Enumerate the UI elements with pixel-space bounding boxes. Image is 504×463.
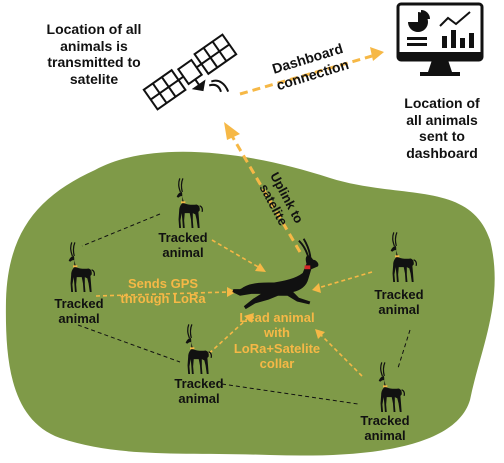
tracked-animal-right-label: Tracked animal bbox=[364, 287, 434, 318]
link-top-left bbox=[81, 213, 161, 247]
bar-icon bbox=[442, 36, 447, 48]
lora-arrowheads bbox=[227, 263, 325, 339]
label-line: animal bbox=[58, 311, 100, 327]
tracked-animal-top-label: Tracked animal bbox=[148, 230, 218, 261]
label-line: Lead animal bbox=[239, 310, 315, 325]
satellite-icon bbox=[142, 33, 238, 111]
tracked-animal-left-icon bbox=[68, 241, 95, 293]
pie-slice-icon bbox=[421, 10, 430, 19]
label-line: through LoRa bbox=[120, 291, 206, 307]
arrow-bottomleft-to-lead bbox=[203, 317, 249, 359]
label-line: animal bbox=[364, 428, 406, 444]
tracked-animal-bottom-left-icon bbox=[185, 323, 212, 375]
bar-icon bbox=[451, 30, 456, 48]
caption-line: satelite bbox=[69, 70, 119, 87]
monitor-bezel bbox=[398, 52, 482, 60]
arrowhead-bottomleft bbox=[244, 313, 254, 323]
caption-line: all animals bbox=[406, 111, 478, 128]
text-line-icon bbox=[407, 37, 427, 40]
caption-line: dashboard bbox=[406, 144, 478, 161]
bar-icon bbox=[469, 33, 474, 48]
arrowhead-right bbox=[312, 283, 321, 293]
arrow-top-to-lead bbox=[211, 239, 261, 269]
sends-gps-label: Sends GPS through LoRa bbox=[108, 276, 218, 307]
lead-collar bbox=[304, 265, 311, 270]
dashboard-connection-arrow bbox=[239, 54, 373, 96]
label-line: Sends GPS bbox=[127, 276, 199, 291]
caption-line: Location of bbox=[404, 95, 480, 111]
label-line: animal bbox=[378, 302, 420, 318]
dashboard-monitor-icon bbox=[396, 2, 484, 76]
tracked-animal-top-icon bbox=[176, 177, 203, 229]
tracked-animal-left-label: Tracked animal bbox=[44, 296, 114, 327]
tracked-animal-bottom-left-label: Tracked animal bbox=[164, 376, 234, 407]
label-line: Tracked bbox=[374, 287, 424, 302]
label-line: LoRa+Satelite bbox=[233, 340, 321, 356]
caption-line: transmitted to bbox=[47, 54, 141, 71]
lora-arrows bbox=[95, 239, 373, 377]
uplink-arrow bbox=[230, 135, 302, 253]
satellite-caption: Location of all animals is transmitted t… bbox=[30, 21, 158, 87]
line-chart-icon bbox=[439, 11, 471, 27]
tracked-animal-bottom-right-label: Tracked animal bbox=[350, 413, 420, 444]
uplink-arrowhead bbox=[224, 122, 240, 140]
lead-animal-label: Lead animal with LoRa+Satelite collar bbox=[222, 310, 332, 371]
arrowhead-bottomright bbox=[315, 329, 325, 339]
label-line: animal bbox=[162, 245, 204, 261]
animal-network-links bbox=[77, 213, 411, 405]
arrow-right-to-lead bbox=[317, 271, 373, 289]
dashboard-connection-arrowhead bbox=[370, 47, 384, 61]
monitor-stand bbox=[428, 60, 452, 72]
label-line: Tracked bbox=[54, 296, 104, 311]
label-line: with bbox=[264, 325, 290, 341]
tracked-animal-bottom-right-icon bbox=[378, 361, 405, 413]
arrowhead-left bbox=[227, 287, 236, 297]
monitor-base bbox=[420, 72, 460, 76]
arrowhead-top bbox=[255, 263, 266, 272]
link-bottomleft-bottomright bbox=[221, 383, 359, 405]
caption-line: Location of all bbox=[46, 21, 142, 37]
caption-line: sent to bbox=[419, 128, 465, 145]
tracked-animal-right-icon bbox=[390, 231, 417, 283]
label-line: animal bbox=[178, 391, 220, 407]
lead-animal-icon bbox=[231, 237, 320, 311]
label-line: Tracked bbox=[174, 376, 224, 391]
arrow-bottomright-to-lead bbox=[319, 333, 363, 377]
label-line: collar bbox=[259, 355, 295, 371]
bar-icon bbox=[460, 38, 465, 48]
label-line: Tracked bbox=[360, 413, 410, 428]
arrow-left-to-lead bbox=[95, 291, 229, 297]
caption-line: animals is bbox=[60, 37, 128, 54]
text-line-icon bbox=[407, 43, 427, 46]
dashboard-caption: Location of all animals sent to dashboar… bbox=[392, 95, 492, 161]
label-line: Tracked bbox=[158, 230, 208, 245]
